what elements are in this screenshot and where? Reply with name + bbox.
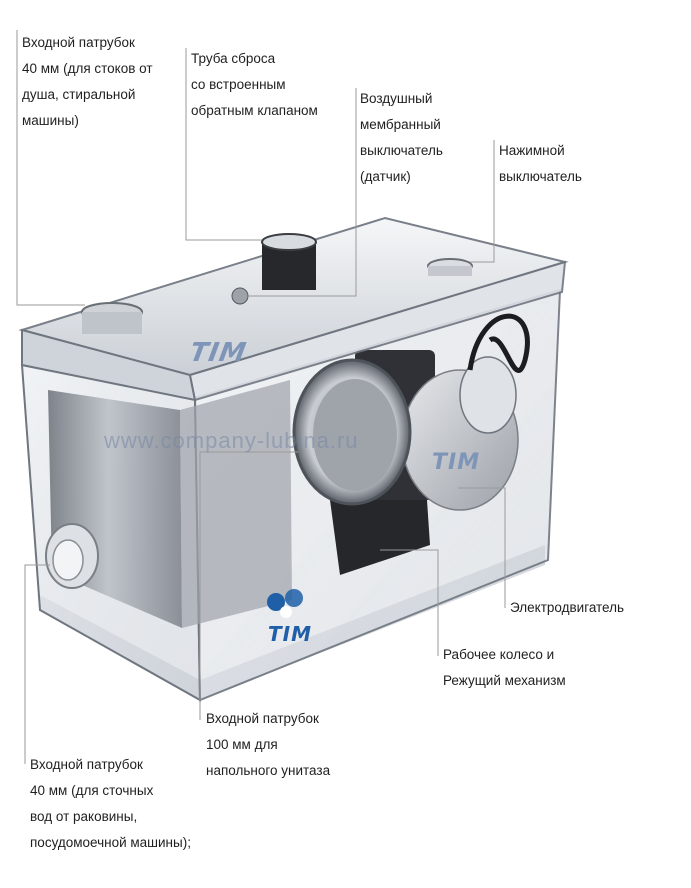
- leader-lines: [16, 30, 506, 764]
- leader-push-switch: [470, 140, 495, 263]
- inner-tank-side: [180, 380, 292, 628]
- brand-motor: TIM: [432, 450, 481, 475]
- shower-inlet-body: [82, 312, 142, 334]
- leader-toilet-inlet: [199, 451, 298, 720]
- leader-sink-inlet: [24, 564, 50, 764]
- brand-base: TIM: [268, 622, 312, 646]
- brand-lid: TIM: [187, 338, 249, 368]
- push-switch-body: [428, 266, 472, 276]
- label-inlet-40-sink: Входной патрубок 40 мм (для сточных вод …: [30, 757, 191, 850]
- leader-discharge: [185, 48, 262, 241]
- label-inlet-40-shower: Входной патрубок 40 мм (для стоков от ду…: [22, 35, 153, 128]
- watermark: www.company-lubina.ru: [104, 428, 359, 453]
- toilet-inlet-hole: [313, 379, 397, 491]
- motor-cap: [459, 356, 517, 434]
- label-impeller-cutter: Рабочее колесо и Режущий механизм: [443, 647, 566, 688]
- tank-lid-side: [188, 260, 567, 402]
- label-air-membrane-switch: Воздушный мембранный выключатель (датчик…: [360, 91, 443, 184]
- tim-logo: [267, 589, 303, 618]
- label-push-switch: Нажимной выключатель: [499, 143, 582, 184]
- membrane-switch: [231, 287, 249, 305]
- leader-membrane: [248, 88, 357, 297]
- discharge-pipe-top: [261, 233, 317, 251]
- leader-impeller: [380, 549, 439, 656]
- label-motor: Электродвигатель: [510, 600, 625, 615]
- motor-cable: [467, 313, 530, 373]
- label-discharge-pipe: Труба сброса со встроенным обратным клап…: [191, 51, 318, 118]
- sink-inlet-inner: [52, 539, 84, 581]
- leader-motor: [458, 487, 506, 608]
- label-inlet-100-toilet: Входной патрубок 100 мм для напольного у…: [206, 711, 331, 778]
- leader-shower-inlet: [16, 30, 85, 306]
